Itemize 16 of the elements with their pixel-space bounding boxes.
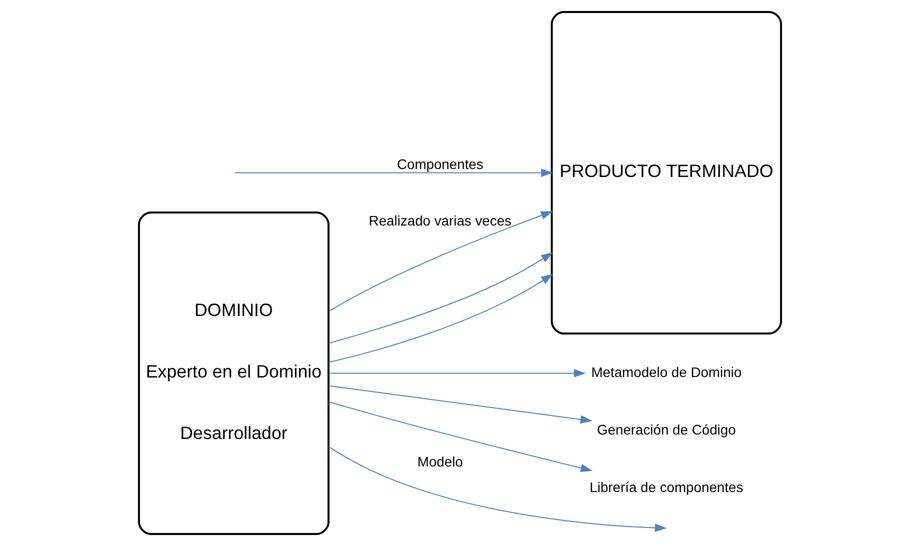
arrow xyxy=(328,252,554,344)
edge-label: Modelo xyxy=(417,454,463,470)
node-box: DOMINIO Experto en el Dominio Desarrollador xyxy=(138,211,330,535)
node-text: Generación de Código xyxy=(596,421,736,438)
arrow xyxy=(328,211,553,312)
edge-label: Realizado varias veces xyxy=(368,212,512,229)
node-text: Librería de componentes xyxy=(590,479,744,496)
arrow xyxy=(328,385,592,424)
node-box: PRODUCTO TERMINADO xyxy=(550,11,782,335)
arrow xyxy=(328,274,554,363)
arrow xyxy=(234,168,554,177)
arrow xyxy=(328,446,667,532)
node-text: Metamodelo de Dominio xyxy=(591,364,742,380)
arrow xyxy=(328,369,586,378)
edge-label: Componentes xyxy=(396,156,484,172)
arrow xyxy=(328,401,593,472)
